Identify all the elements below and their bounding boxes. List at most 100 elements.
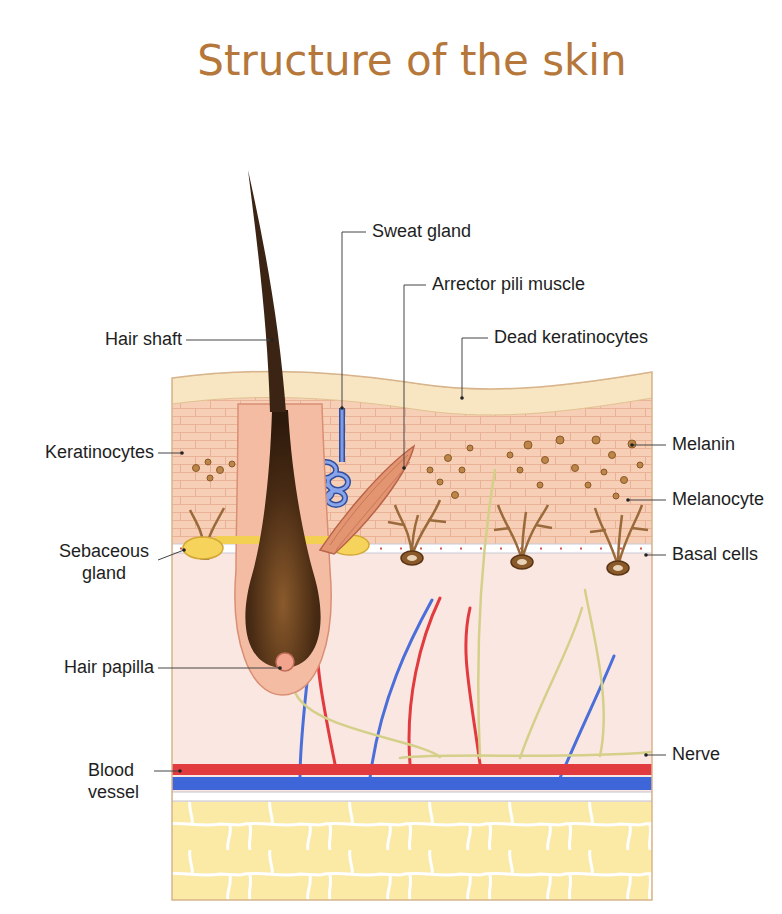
leader-dots: [278, 666, 282, 670]
melanocyte: [613, 565, 623, 571]
blood-vessel: [172, 764, 652, 801]
blood-vessel-branches: [409, 598, 440, 764]
melanin-granules: [556, 436, 564, 444]
part-label: Melanocyte: [672, 489, 764, 511]
leader-dots: [644, 553, 648, 557]
hair-follicle: [183, 404, 369, 695]
melanin-granules: [609, 452, 616, 459]
leader-dots: [180, 451, 184, 455]
leader-lines: [158, 453, 182, 454]
melanin-granules: [524, 441, 532, 449]
melanin-granules: [537, 482, 543, 488]
melanin-granules: [193, 465, 200, 472]
melanin-granules: [229, 461, 235, 467]
melanin-granules: [592, 436, 600, 444]
melanin-granules: [613, 493, 619, 499]
part-label: Nerve: [672, 744, 720, 766]
blood-vessel-branches: [300, 560, 614, 778]
leader-lines: [646, 555, 666, 556]
leader-dots: [630, 443, 634, 447]
arrector-pili-muscle: [320, 446, 414, 554]
melanocyte: [407, 555, 417, 561]
melanin-granules: [207, 475, 213, 481]
melanocyte: [494, 505, 552, 560]
leader-lines: [628, 500, 666, 501]
melanocyte: [517, 559, 527, 565]
leader-lines: [646, 755, 666, 756]
melanin-granules: [459, 467, 465, 473]
nerve-fibres: [478, 470, 495, 758]
leader-dots: [644, 753, 648, 757]
part-label: Sebaceous gland: [54, 541, 154, 584]
melanocyte: [590, 505, 648, 566]
leader-lines: [404, 285, 426, 468]
part-label: Dead keratinocytes: [494, 327, 648, 349]
melanin-granules: [452, 492, 459, 499]
hair-follicle: [245, 410, 320, 668]
arrector-pili-muscle: [330, 455, 410, 550]
melanin-granules: [445, 455, 452, 462]
part-label: Melanin: [672, 434, 735, 456]
melanin-granules: [217, 467, 224, 474]
leader-lines: [462, 338, 488, 398]
skin-block: [172, 371, 652, 900]
melanin-granules: [637, 462, 643, 468]
arrector-pili-muscle: [320, 446, 414, 554]
melanin-granules: [621, 477, 628, 484]
melanin-granules: [467, 445, 473, 451]
hair-follicle: [235, 404, 331, 695]
leader-lines: [632, 445, 666, 446]
blood-vessel: [172, 777, 652, 790]
diagram-title: Structure of the skin: [42, 36, 782, 86]
melanin-granules: [585, 482, 591, 488]
blood-vessel: [172, 792, 652, 801]
part-label: Blood vessel: [88, 760, 150, 803]
sweat-gland: [327, 491, 345, 505]
melanin-granules: [572, 465, 579, 472]
leader-lines: [154, 232, 666, 771]
leader-lines: [186, 340, 272, 341]
blood-vessel-branches: [560, 656, 614, 778]
part-label: Sweat gland: [372, 221, 471, 243]
melanin-granules: [601, 469, 607, 475]
melanocyte: [511, 555, 533, 569]
nerve-fibres: [295, 692, 440, 757]
sebaceous-gland: [183, 537, 223, 559]
part-label: Arrector pili muscle: [432, 274, 585, 296]
hypodermis: [172, 800, 652, 900]
part-label: Basal cells: [672, 544, 758, 566]
leader-dots: [402, 466, 406, 470]
leader-lines: [158, 668, 280, 669]
melanocyte: [401, 551, 423, 565]
sweat-gland: [339, 408, 345, 462]
skin-outline: [172, 371, 652, 900]
leader-dots: [626, 498, 630, 502]
leader-lines: [158, 550, 184, 560]
nerve-fibres: [585, 590, 604, 756]
leader-dots: [178, 338, 648, 773]
part-label: Keratinocytes: [45, 442, 154, 464]
leader-dots: [270, 338, 274, 342]
leader-dots: [182, 548, 186, 552]
melanin-granules: [517, 467, 523, 473]
leader-dots: [178, 769, 182, 773]
hair-papilla: [276, 653, 294, 671]
melanocyte: [607, 561, 629, 575]
leader-dots: [340, 406, 344, 410]
melanin-granules: [437, 479, 443, 485]
leader-dots: [460, 396, 464, 400]
melanin-granules: [628, 440, 636, 448]
melanocyte: [388, 500, 446, 556]
sweat-gland: [341, 408, 344, 462]
part-label: Hair shaft: [105, 329, 182, 351]
hair-shaft: [248, 170, 286, 412]
leader-lines: [342, 232, 366, 408]
leader-lines: [154, 771, 180, 772]
blood-vessel: [172, 764, 652, 775]
blood-vessel-branches: [370, 600, 432, 778]
nerve-fibres: [520, 608, 582, 758]
part-label: Hair papilla: [64, 657, 154, 679]
melanin-granules: [205, 459, 211, 465]
melanin-granules: [427, 467, 433, 473]
